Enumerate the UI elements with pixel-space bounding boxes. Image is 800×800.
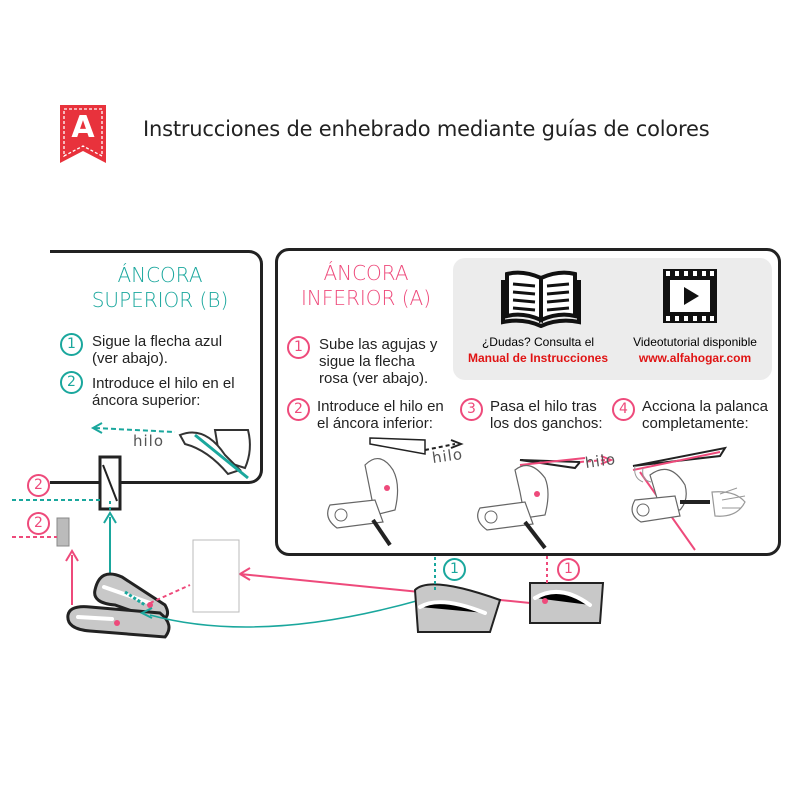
- superior-step1-line1: Sigue la flecha azul: [92, 333, 223, 350]
- inferior-step3-line1: Pasa el hilo tras: [490, 398, 597, 415]
- threading-diagram: [12, 455, 605, 639]
- inferior-step2-line2: el áncora inferior:: [317, 415, 433, 432]
- inferior-heading-line1: ÁNCORA: [323, 261, 409, 285]
- inferior-illustrations: [327, 437, 746, 551]
- superior-step2-line1: Introduce el hilo en el: [92, 375, 235, 392]
- video-line1: Videotutorial disponible: [633, 335, 757, 349]
- clip-1-teal: [413, 555, 502, 633]
- inferior-heading: ÁNCORA INFERIOR (A): [296, 261, 436, 311]
- inferior-step4-line2: completamente:: [642, 415, 749, 432]
- superior-panel: [50, 250, 263, 484]
- inferior-step2-line1: Introduce el hilo en: [317, 398, 444, 415]
- diagram-label-1-pink: 1: [557, 558, 580, 581]
- video-icon: [661, 267, 719, 325]
- inferior-step1-line3: rosa (ver abajo).: [319, 370, 429, 387]
- superior-step2-num: 2: [60, 371, 83, 394]
- logo-letter: A: [71, 110, 95, 145]
- superior-step1-line2: (ver abajo).: [92, 350, 168, 367]
- brand-logo: A: [58, 103, 108, 165]
- superior-illustration: [90, 422, 251, 480]
- looper-step4: [631, 446, 746, 551]
- book-icon: [501, 266, 581, 329]
- inferior-step3-line2: los dos ganchos:: [490, 415, 603, 432]
- superior-step2-line2: áncora superior:: [92, 392, 201, 409]
- superior-heading-line1: ÁNCORA: [117, 263, 203, 287]
- inferior-step1-num: 1: [287, 336, 310, 359]
- inferior-step1-line1: Sube las agujas y: [319, 336, 438, 353]
- inferior-step3-num: 3: [460, 398, 483, 421]
- video-link[interactable]: www.alfahogar.com: [638, 351, 752, 365]
- superior-heading-line2: SUPERIOR (B): [91, 288, 229, 312]
- inferior-step2-text: Introduce el hilo en el áncora inferior:: [317, 398, 444, 432]
- inferior-step1-line2: sigue la flecha: [319, 353, 415, 370]
- superior-step1-num: 1: [60, 333, 83, 356]
- superior-hilo-label: hilo: [133, 432, 165, 450]
- lower-eyelet: [12, 517, 79, 605]
- video-text: Videotutorial disponible www.alfahogar.c…: [610, 334, 780, 366]
- inferior-step3-text: Pasa el hilo tras los dos ganchos:: [490, 398, 603, 432]
- inferior-heading-line2: INFERIOR (A): [300, 286, 432, 310]
- inferior-panel: [275, 248, 781, 556]
- manual-line1: ¿Dudas? Consulta el: [481, 335, 595, 349]
- manual-link[interactable]: Manual de Instrucciones: [467, 351, 609, 365]
- diagram-label-2-bottom: 2: [27, 512, 50, 535]
- inferior-step4-text: Acciona la palanca completamente:: [642, 398, 768, 432]
- inferior-step4-line1: Acciona la palanca: [642, 398, 768, 415]
- inferior-step2-num: 2: [287, 398, 310, 421]
- superior-heading: ÁNCORA SUPERIOR (B): [60, 263, 260, 313]
- page-title: Instrucciones de enhebrado mediante guía…: [143, 117, 710, 141]
- inferior-step1-text: Sube las agujas y sigue la flecha rosa (…: [319, 336, 437, 387]
- diagram-label-1-teal: 1: [443, 558, 466, 581]
- looper-step3: [477, 455, 614, 550]
- inferior-step4-num: 4: [612, 398, 635, 421]
- looper-step2: [327, 437, 464, 547]
- clip-1-pink: [529, 555, 605, 624]
- diagram-label-2-top: 2: [27, 474, 50, 497]
- superior-step1-text: Sigue la flecha azul (ver abajo).: [92, 333, 222, 367]
- manual-text: ¿Dudas? Consulta el Manual de Instruccio…: [453, 334, 623, 366]
- superior-step2-text: Introduce el hilo en el áncora superior:: [92, 375, 235, 409]
